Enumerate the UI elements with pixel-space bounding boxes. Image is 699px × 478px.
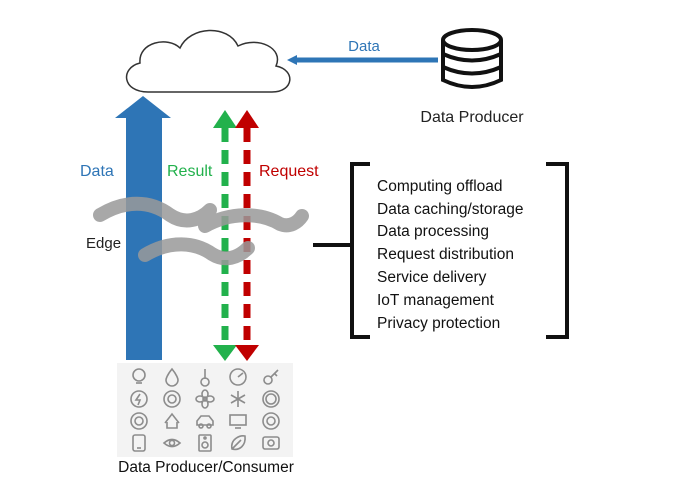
data-label: Data xyxy=(80,163,114,180)
edge-label: Edge xyxy=(86,235,121,252)
camera-icon xyxy=(163,390,181,408)
function-item: Data processing xyxy=(377,223,489,240)
router-icon xyxy=(262,436,280,450)
ring-icon xyxy=(262,412,280,430)
edge-function-list: Computing offload Data caching/storage D… xyxy=(377,178,523,332)
device-label: Data Producer/Consumer xyxy=(118,459,294,476)
phone-icon xyxy=(132,434,146,452)
database-icon xyxy=(441,28,503,89)
car-icon xyxy=(196,415,214,429)
thermometer-icon xyxy=(200,369,210,387)
function-item: Service delivery xyxy=(377,269,487,286)
gauge-icon xyxy=(229,368,247,386)
request-label: Request xyxy=(259,163,319,180)
monitor-icon xyxy=(229,414,247,429)
leaf-icon xyxy=(230,435,246,451)
request-arrow xyxy=(235,110,259,361)
function-item: Data caching/storage xyxy=(377,201,523,218)
speaker-icon xyxy=(198,434,212,452)
ring-icon xyxy=(130,412,148,430)
power-icon xyxy=(130,390,148,408)
device-icon-grid xyxy=(130,367,280,452)
ring-icon xyxy=(262,390,280,408)
top-data-label: Data xyxy=(348,38,380,55)
cloud-icon xyxy=(125,29,291,93)
snowflake-icon xyxy=(230,391,246,407)
function-item: IoT management xyxy=(377,292,495,309)
edge-haze xyxy=(93,196,309,266)
producer-label: Data Producer xyxy=(420,109,524,126)
result-arrow xyxy=(213,110,237,361)
bulb-icon xyxy=(132,368,146,384)
drop-icon xyxy=(165,367,179,387)
function-item: Computing offload xyxy=(377,178,503,195)
data-upload-arrow xyxy=(115,96,171,360)
function-item: Request distribution xyxy=(377,246,514,263)
function-item: Privacy protection xyxy=(377,315,500,332)
result-label: Result xyxy=(167,163,213,180)
right-bracket xyxy=(546,162,569,339)
key-icon xyxy=(263,369,279,385)
fan-icon xyxy=(195,389,215,409)
left-bracket xyxy=(350,162,370,339)
house-icon xyxy=(164,412,180,429)
eye-icon xyxy=(162,438,182,448)
